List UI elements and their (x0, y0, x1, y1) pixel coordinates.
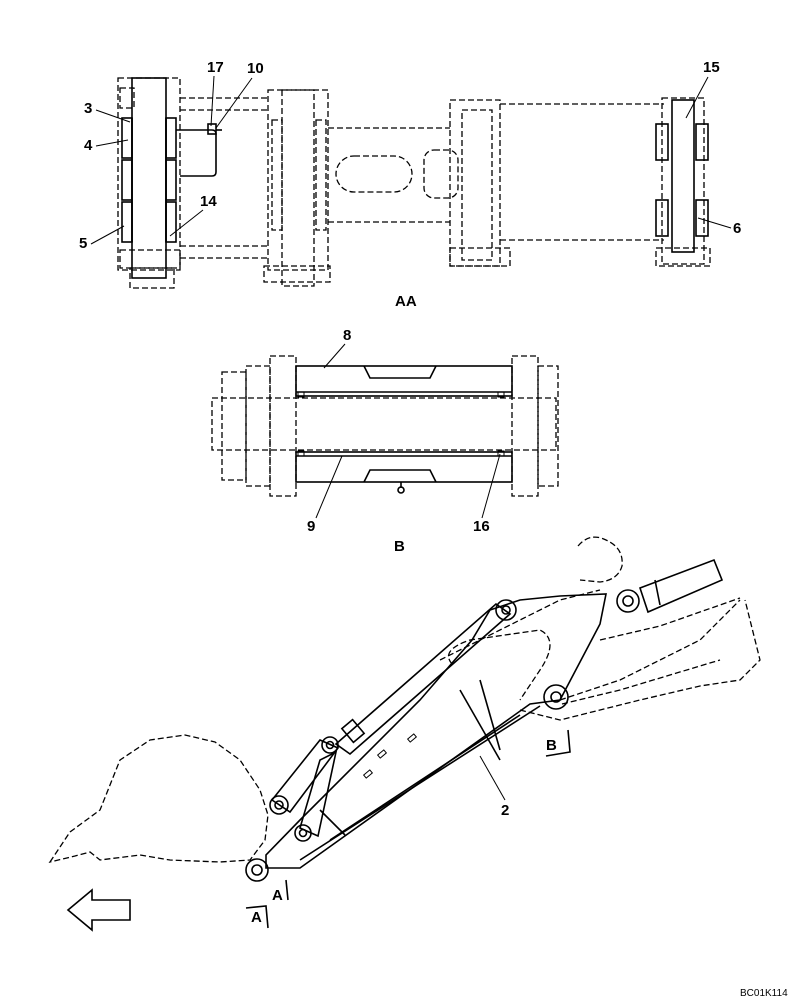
drawing-code: BC01K114 (740, 988, 788, 999)
direction-arrow-icon (66, 888, 131, 932)
view-b-drawing (211, 355, 559, 497)
callout-3: 3 (84, 100, 92, 117)
section-marker-a-upper: A (272, 887, 283, 904)
callout-8: 8 (343, 327, 351, 344)
callout-4: 4 (84, 137, 93, 154)
view-aa-drawing (117, 77, 711, 289)
view-label-aa: AA (395, 293, 417, 310)
section-marker-a-lower: A (251, 909, 262, 926)
view-label-b: B (394, 538, 405, 555)
arm-assembly-drawing (48, 536, 761, 929)
callout-10: 10 (247, 60, 264, 77)
callout-2: 2 (501, 802, 509, 819)
section-marker-b: B (546, 737, 557, 754)
callout-6: 6 (733, 220, 741, 237)
callout-17: 17 (207, 59, 224, 76)
callout-5: 5 (79, 235, 87, 252)
callout-16: 16 (473, 518, 490, 535)
callout-9: 9 (307, 518, 315, 535)
callout-14: 14 (200, 193, 217, 210)
callout-15: 15 (703, 59, 720, 76)
